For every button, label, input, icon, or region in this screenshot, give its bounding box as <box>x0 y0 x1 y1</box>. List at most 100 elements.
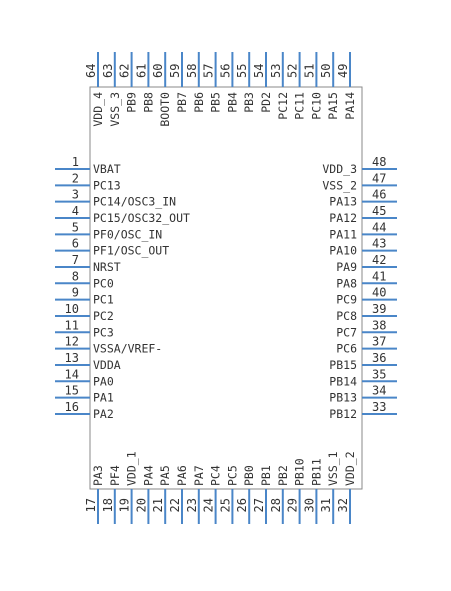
pin-number-24: 24 <box>202 498 216 512</box>
pin-label-62: PB9 <box>125 92 139 113</box>
pin-label-37: PC6 <box>336 342 357 356</box>
pin-label-29: PB10 <box>293 458 307 486</box>
pin-number-7: 7 <box>72 253 79 267</box>
pin-label-27: PB1 <box>259 465 273 486</box>
pin-label-22: PA6 <box>175 465 189 486</box>
pin-label-55: PB3 <box>242 92 256 113</box>
pin-number-32: 32 <box>336 498 350 512</box>
pin-number-49: 49 <box>336 64 350 78</box>
pin-number-12: 12 <box>65 335 79 349</box>
pin-label-24: PC4 <box>209 465 223 486</box>
pin-label-3: PC14/OSC3_IN <box>93 195 176 209</box>
pin-label-46: PA13 <box>329 195 357 209</box>
pin-label-26: PB0 <box>242 465 256 486</box>
pin-number-5: 5 <box>72 220 79 234</box>
pin-label-57: PB5 <box>209 92 223 113</box>
pin-number-64: 64 <box>84 64 98 78</box>
pin-number-42: 42 <box>372 253 386 267</box>
pin-number-46: 46 <box>372 188 386 202</box>
pin-label-5: PF0/OSC_IN <box>93 227 162 241</box>
pin-number-60: 60 <box>151 64 165 78</box>
pin-number-39: 39 <box>372 302 386 316</box>
pin-label-14: PA0 <box>93 374 114 388</box>
pin-number-2: 2 <box>72 171 79 185</box>
pin-label-25: PC5 <box>225 465 239 486</box>
pin-label-63: VSS_3 <box>108 92 122 127</box>
pin-number-22: 22 <box>168 498 182 512</box>
pin-number-17: 17 <box>84 498 98 512</box>
pin-label-59: PB7 <box>175 92 189 113</box>
pin-label-60: BOOT0 <box>158 92 172 127</box>
pin-label-61: PB8 <box>141 92 155 113</box>
pin-number-38: 38 <box>372 318 386 332</box>
pin-label-56: PB4 <box>225 92 239 113</box>
pin-label-32: VDD_2 <box>343 451 357 486</box>
pin-number-11: 11 <box>65 318 79 332</box>
pin-label-6: PF1/OSC_OUT <box>93 244 169 258</box>
pin-label-43: PA10 <box>329 244 357 258</box>
pin-number-37: 37 <box>372 335 386 349</box>
pin-number-41: 41 <box>372 269 386 283</box>
pin-number-3: 3 <box>72 188 79 202</box>
pin-number-61: 61 <box>134 64 148 78</box>
pin-label-45: PA12 <box>329 211 357 225</box>
pin-label-8: PC0 <box>93 276 114 290</box>
pin-number-62: 62 <box>118 64 132 78</box>
pin-label-10: PC2 <box>93 309 114 323</box>
pin-number-59: 59 <box>168 64 182 78</box>
pin-label-35: PB14 <box>329 374 357 388</box>
pin-label-21: PA5 <box>158 465 172 486</box>
pin-number-23: 23 <box>185 498 199 512</box>
pin-label-2: PC13 <box>93 178 121 192</box>
pin-number-19: 19 <box>118 498 132 512</box>
pin-number-18: 18 <box>101 498 115 512</box>
pin-label-47: VSS_2 <box>322 178 357 192</box>
pin-label-9: PC1 <box>93 293 114 307</box>
pin-label-36: PB15 <box>329 358 357 372</box>
pin-label-64: VDD_4 <box>91 92 105 127</box>
pin-number-34: 34 <box>372 384 386 398</box>
pin-number-63: 63 <box>101 64 115 78</box>
pin-label-23: PA7 <box>192 465 206 486</box>
pin-label-34: PB13 <box>329 391 357 405</box>
pin-label-11: PC3 <box>93 325 114 339</box>
pin-label-42: PA9 <box>336 260 357 274</box>
pin-label-49: PA14 <box>343 92 357 120</box>
pin-number-27: 27 <box>252 498 266 512</box>
pin-number-54: 54 <box>252 64 266 78</box>
pin-number-9: 9 <box>72 286 79 300</box>
pin-number-15: 15 <box>65 384 79 398</box>
pin-number-13: 13 <box>65 351 79 365</box>
pin-number-29: 29 <box>286 498 300 512</box>
pin-label-40: PC9 <box>336 293 357 307</box>
pin-label-13: VDDA <box>93 358 121 372</box>
pin-number-21: 21 <box>151 498 165 512</box>
pin-label-54: PD2 <box>259 92 273 113</box>
pin-number-8: 8 <box>72 269 79 283</box>
pin-number-25: 25 <box>218 498 232 512</box>
pin-number-6: 6 <box>72 237 79 251</box>
pin-number-35: 35 <box>372 367 386 381</box>
pin-number-45: 45 <box>372 204 386 218</box>
pin-label-15: PA1 <box>93 391 114 405</box>
pin-number-20: 20 <box>134 498 148 512</box>
pin-number-58: 58 <box>185 64 199 78</box>
pin-label-18: PF4 <box>108 465 122 486</box>
pin-number-1: 1 <box>72 155 79 169</box>
pin-number-50: 50 <box>319 64 333 78</box>
pin-label-7: NRST <box>93 260 121 274</box>
pin-number-4: 4 <box>72 204 79 218</box>
pin-number-40: 40 <box>372 286 386 300</box>
pin-label-39: PC8 <box>336 309 357 323</box>
pin-label-16: PA2 <box>93 407 114 421</box>
pin-label-1: VBAT <box>93 162 121 176</box>
pin-number-36: 36 <box>372 351 386 365</box>
pin-number-56: 56 <box>218 64 232 78</box>
pin-number-28: 28 <box>269 498 283 512</box>
pin-label-19: VDD_1 <box>125 451 139 486</box>
pin-number-43: 43 <box>372 237 386 251</box>
pin-label-48: VDD_3 <box>322 162 357 176</box>
pin-number-55: 55 <box>235 64 249 78</box>
